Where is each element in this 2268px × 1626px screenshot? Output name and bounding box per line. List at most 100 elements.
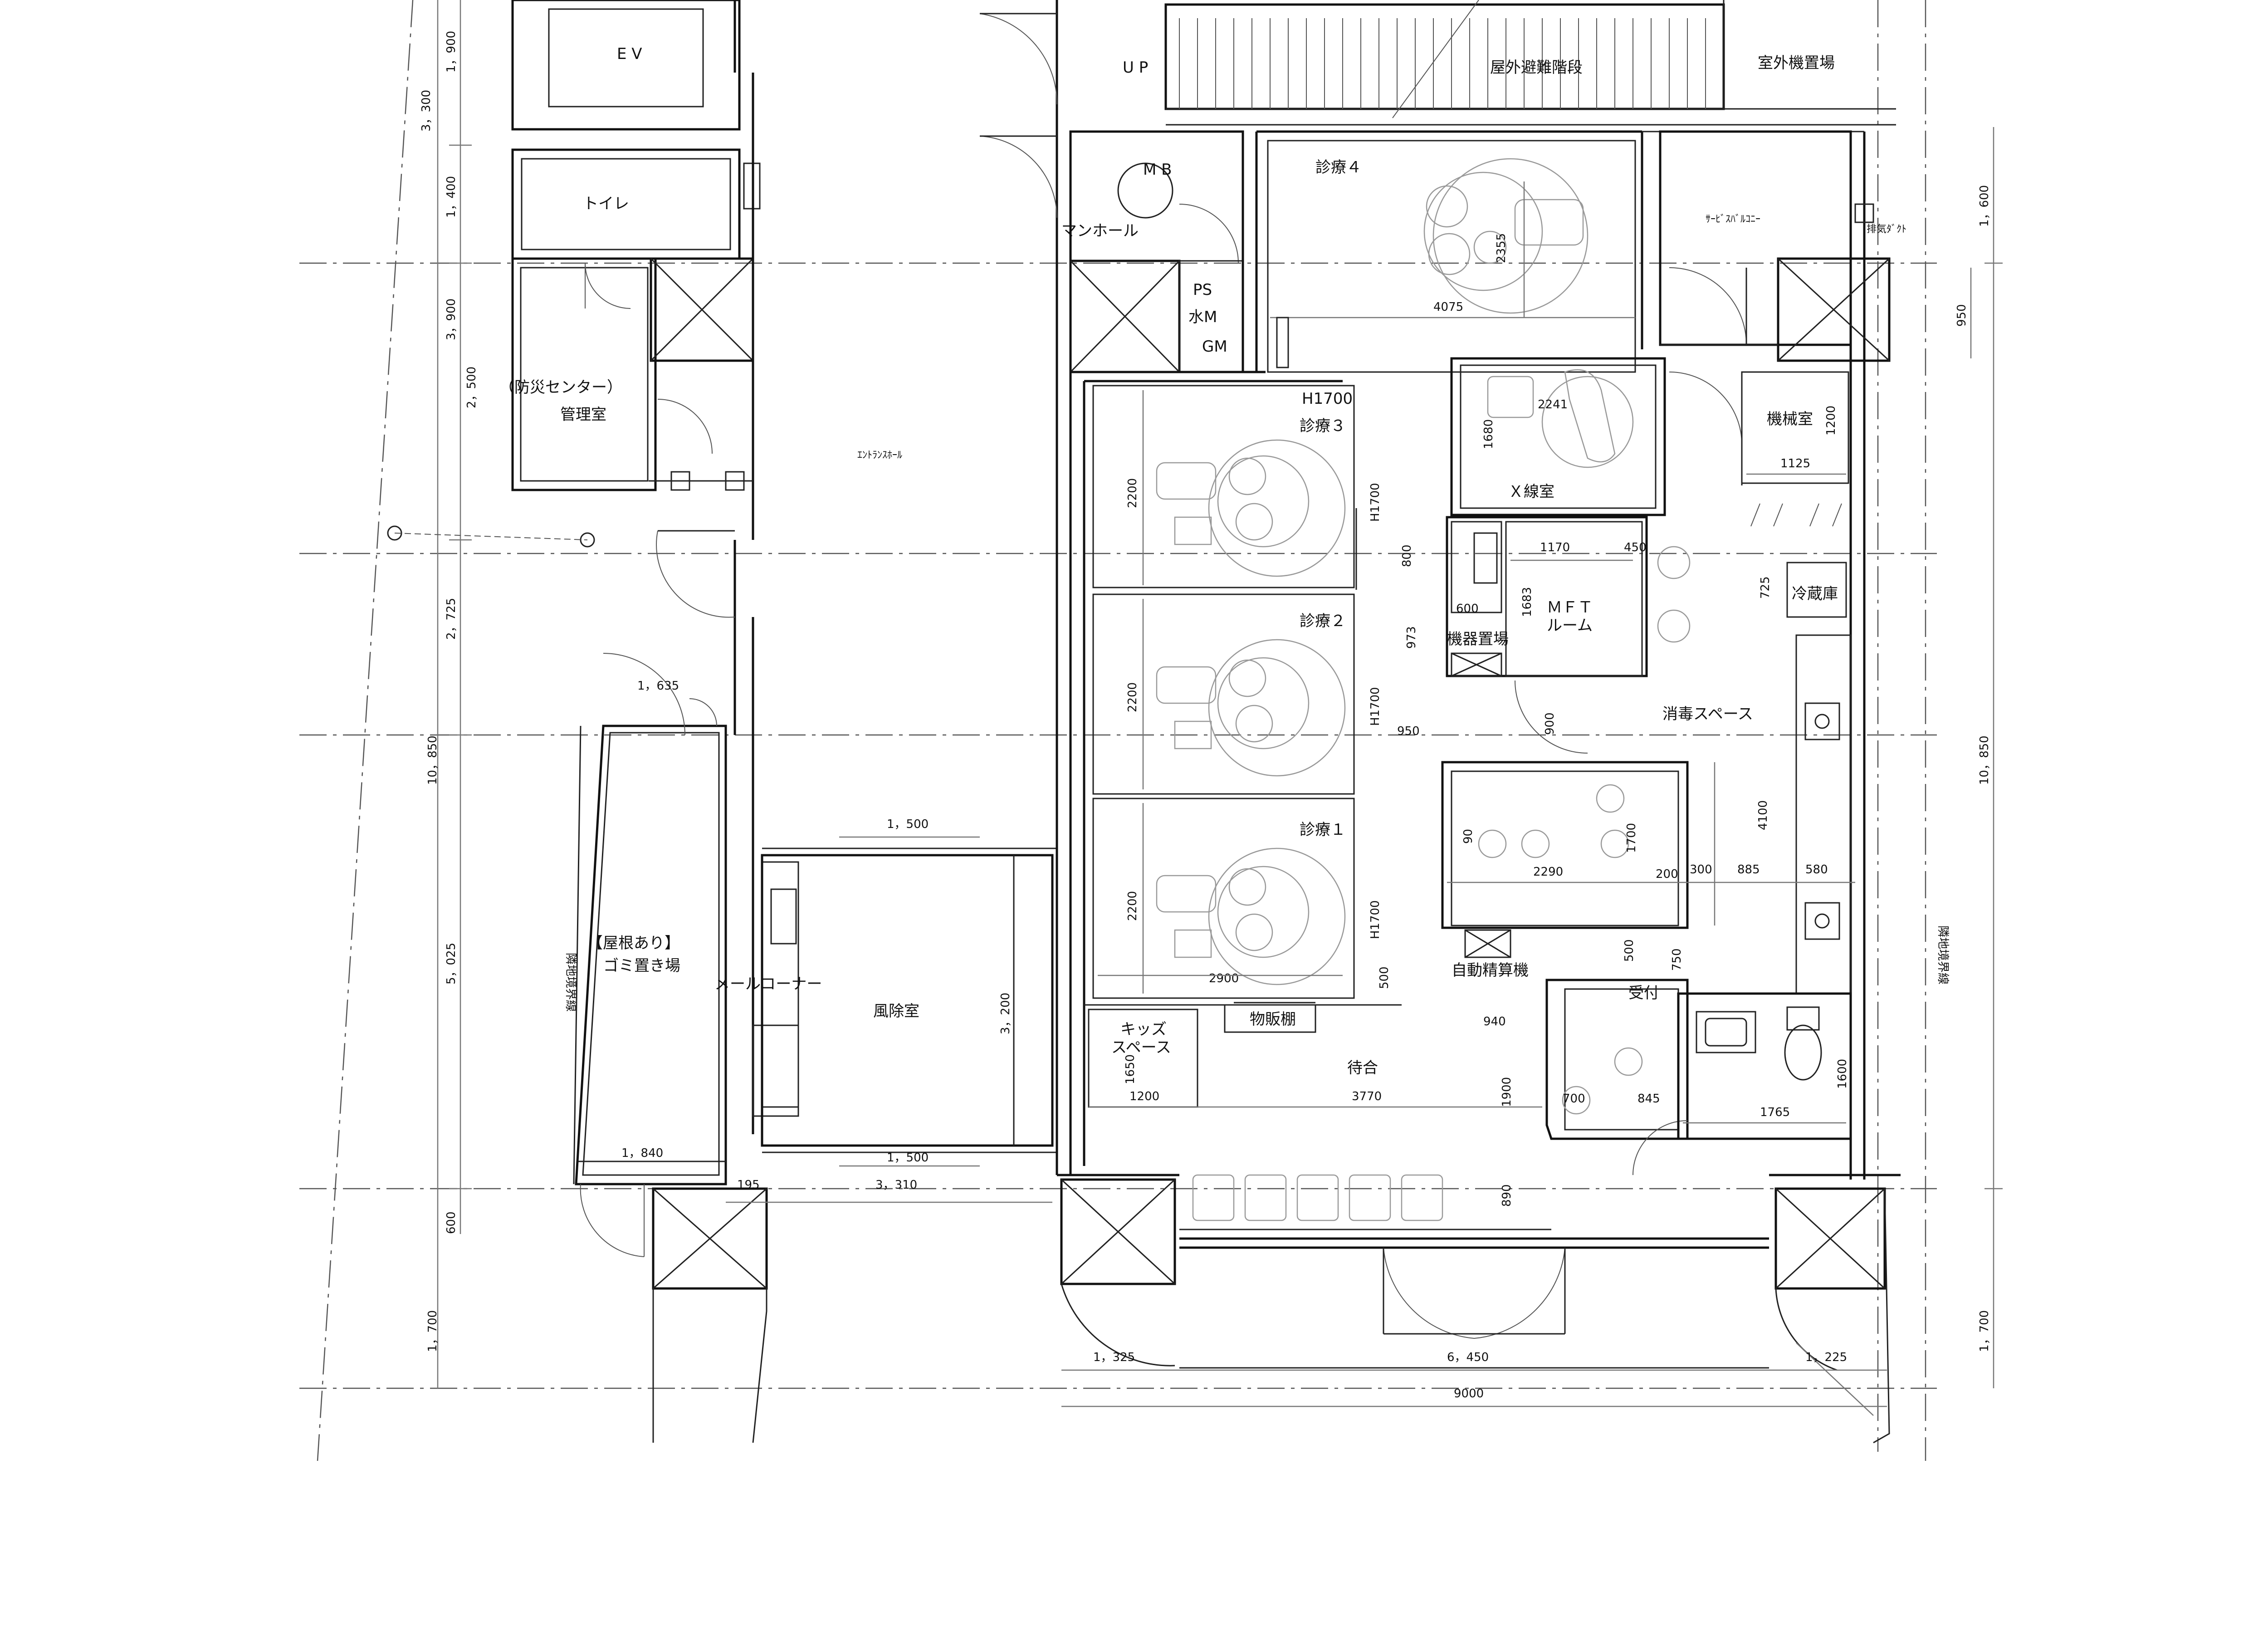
shinryo4-label: 診療４ <box>1315 158 1362 176</box>
dim-1125: 1125 <box>1780 457 1810 470</box>
dim-5025: 5，025 <box>445 943 458 984</box>
dim-1600-toilet: 1600 <box>1836 1059 1849 1089</box>
dim-2725: 2，725 <box>445 598 458 640</box>
left-building: E V トイレ （防災センター） 管理室 <box>499 0 1052 1443</box>
mft-chairs <box>1657 546 1691 643</box>
dim-950-inner: 950 <box>1397 725 1420 738</box>
dim-800: 800 <box>1400 544 1414 567</box>
dim-1900-reception: 1900 <box>1500 1077 1514 1107</box>
ps-label: PS <box>1193 281 1212 299</box>
dim-1635: 1，635 <box>637 679 679 693</box>
dim-2900: 2900 <box>1209 972 1239 985</box>
dim-600: 600 <box>445 1211 458 1234</box>
reception-chairs <box>1562 1047 1643 1115</box>
outdoor-unit-label: 室外機置場 <box>1758 54 1835 72</box>
dim-885: 885 <box>1737 863 1760 877</box>
dim-845: 845 <box>1637 1092 1660 1106</box>
left-dimension-chain: 3，300 1，900 1，400 3，900 2，500 2，725 10，8… <box>420 0 479 1388</box>
dim-2500: 2，500 <box>465 367 479 408</box>
dim-9000: 9000 <box>1454 1387 1484 1401</box>
outdoor-stair-label: 屋外避難階段 <box>1490 59 1583 77</box>
jido-label: 自動精算機 <box>1452 961 1529 980</box>
entrance-area: ｴﾝﾄﾗﾝｽﾎｰﾙ メールコーナー 風除室 3，200 1，500 1，500 <box>714 450 1057 1167</box>
dim-10850-left: 10，850 <box>426 735 440 785</box>
dim-4075: 4075 <box>1433 300 1463 314</box>
h1700-top: H1700 <box>1302 390 1353 408</box>
dim-3310: 3，310 <box>875 1178 917 1192</box>
dim-950-right: 950 <box>1955 304 1969 327</box>
up-label: U P <box>1123 59 1148 77</box>
bousai-label: （防災センター） <box>499 378 622 397</box>
dim-973: 973 <box>1405 626 1418 649</box>
toilet-label: トイレ <box>583 195 629 213</box>
right-dimension-chain: 1，600 950 10，850 1，700 <box>1955 127 2003 1388</box>
kikaishitsu-label: 機械室 <box>1767 410 1813 428</box>
clinic-walls: U P 屋外避難階段 室外機置場 M B マンホール PS 水M GM 診療４ <box>979 0 1950 1444</box>
waiting-benches <box>1192 1174 1443 1221</box>
dim-1225: 1，225 <box>1805 1351 1847 1364</box>
dim-6450: 6，450 <box>1447 1351 1489 1364</box>
kids-label-2: スペース <box>1111 1038 1171 1057</box>
dim-3900: 3，900 <box>445 299 458 340</box>
dim-1900: 1，900 <box>445 31 458 73</box>
dim-750: 750 <box>1670 948 1684 971</box>
dim-2241: 2241 <box>1538 398 1568 411</box>
dim-900: 900 <box>1543 712 1557 735</box>
dim-3770: 3770 <box>1352 1090 1382 1103</box>
rinchi-right-label: 隣地境界線 <box>1936 926 1950 984</box>
uketsuke-label: 受付 <box>1628 984 1659 1002</box>
reizoko-label: 冷蔵庫 <box>1792 585 1838 603</box>
kiki-okiba-label: 機器置場 <box>1447 630 1509 648</box>
xray-label: Ｘ線室 <box>1508 483 1554 501</box>
mb-label: M B <box>1143 161 1172 179</box>
dim-1680: 1680 <box>1482 419 1496 449</box>
dim-1170: 1170 <box>1540 541 1570 554</box>
h1700-1: H1700 <box>1369 900 1382 939</box>
h1700-2: H1700 <box>1369 687 1382 726</box>
buppan-label: 物販棚 <box>1250 1010 1296 1028</box>
dim-1840: 1，840 <box>621 1146 663 1160</box>
kids-label-1: キッズ <box>1120 1020 1167 1038</box>
dim-1600-right: 1，600 <box>1978 185 1991 227</box>
dim-500-left: 500 <box>1378 966 1391 989</box>
shinryo3-label: 診療３ <box>1300 417 1346 435</box>
stair-treads <box>1179 18 1706 109</box>
fujo-label: 風除室 <box>873 1002 919 1020</box>
shodoku-label: 消毒スペース <box>1662 705 1753 723</box>
gm-label: GM <box>1202 338 1227 356</box>
dim-500-uketsuke: 500 <box>1623 939 1636 962</box>
dim-10850-right: 10，850 <box>1978 735 1991 785</box>
dim-1400: 1，400 <box>445 176 458 218</box>
kanri-label: 管理室 <box>560 406 606 424</box>
exhaust-duct-label: 排気ﾀﾞｸﾄ <box>1867 224 1906 235</box>
dim-1325: 1，325 <box>1093 1351 1135 1364</box>
dim-940: 940 <box>1483 1015 1506 1028</box>
dim-195: 195 <box>737 1178 760 1192</box>
dim-450: 450 <box>1624 541 1647 554</box>
mft-label-2: ルーム <box>1547 617 1593 635</box>
dim-1500-bottom: 1，500 <box>887 1151 929 1165</box>
shinryo1-label: 診療１ <box>1300 821 1346 839</box>
dim-200: 200 <box>1656 867 1678 881</box>
dim-2355: 2355 <box>1495 233 1508 263</box>
gomi-label: ゴミ置き場 <box>603 957 680 975</box>
machiai-label: 待合 <box>1347 1059 1378 1077</box>
dim-90: 90 <box>1461 829 1475 844</box>
dim-1700-right: 1，700 <box>1978 1310 1991 1352</box>
dim-2200-2: 2200 <box>1126 682 1139 712</box>
work-chairs <box>1478 784 1629 858</box>
dim-725: 725 <box>1759 576 1772 599</box>
dim-2290: 2290 <box>1533 865 1563 879</box>
dim-3200: 3，200 <box>999 993 1012 1034</box>
dim-1765: 1765 <box>1760 1106 1790 1119</box>
service-balcony-label: ｻｰﾋﾞｽﾊﾞﾙｺﾆｰ <box>1706 214 1760 225</box>
dim-1200-kids: 1200 <box>1129 1090 1159 1103</box>
dim-580: 580 <box>1805 863 1828 877</box>
dim-1683: 1683 <box>1520 587 1534 617</box>
roof-label: 【屋根あり】 <box>587 934 680 952</box>
dim-1500-top: 1，500 <box>887 818 929 831</box>
manhole-label: マンホール <box>1061 222 1139 240</box>
dim-300: 300 <box>1690 863 1712 877</box>
dim-890: 890 <box>1500 1184 1514 1207</box>
